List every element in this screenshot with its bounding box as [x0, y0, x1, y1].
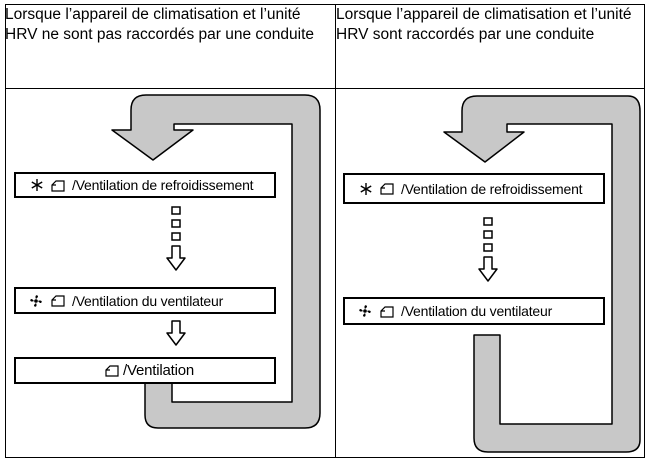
left-down-arrow-2 — [166, 320, 186, 346]
column-header-not-connected: Lorsque l’appareil de climatisation et l… — [5, 6, 315, 43]
right-dot-3 — [483, 243, 493, 252]
right-dot-1 — [483, 217, 493, 226]
snowflake-icon — [30, 178, 44, 192]
fan-icon — [28, 293, 44, 309]
left-down-arrow-1 — [166, 245, 186, 271]
mode-label: /Ventilation — [123, 362, 194, 379]
left-dot-3 — [171, 232, 181, 241]
mode-label: /Ventilation de refroidissement — [401, 180, 583, 197]
mode-label: /Ventilation du ventilateur — [72, 292, 224, 309]
snowflake-icon — [359, 182, 373, 196]
left-mode-cool-ventilation: /Ventilation de refroidissement — [14, 172, 276, 198]
left-dot-2 — [171, 219, 181, 228]
right-mode-cool-ventilation: /Ventilation de refroidissement — [343, 173, 605, 204]
fan-icon — [357, 303, 373, 319]
left-mode-fan-ventilation: /Ventilation du ventilateur — [14, 287, 276, 314]
comparison-table — [5, 4, 645, 458]
left-dot-1 — [171, 206, 181, 215]
right-mode-fan-ventilation: /Ventilation du ventilateur — [343, 297, 605, 325]
mode-label: /Ventilation du ventilateur — [401, 303, 553, 319]
ventilation-icon — [50, 179, 66, 192]
right-cycle-loop — [443, 95, 641, 453]
ventilation-icon — [379, 305, 395, 318]
ventilation-icon — [379, 182, 395, 195]
header-divider — [6, 88, 644, 89]
ventilation-icon — [104, 364, 120, 377]
column-divider — [335, 5, 336, 457]
left-mode-ventilation: /Ventilation — [14, 357, 276, 384]
mode-label: /Ventilation de refroidissement — [72, 177, 254, 193]
right-down-arrow — [478, 256, 498, 282]
ventilation-icon — [50, 294, 66, 307]
column-header-connected: Lorsque l’appareil de climatisation et l… — [336, 6, 632, 43]
right-dot-2 — [483, 230, 493, 239]
